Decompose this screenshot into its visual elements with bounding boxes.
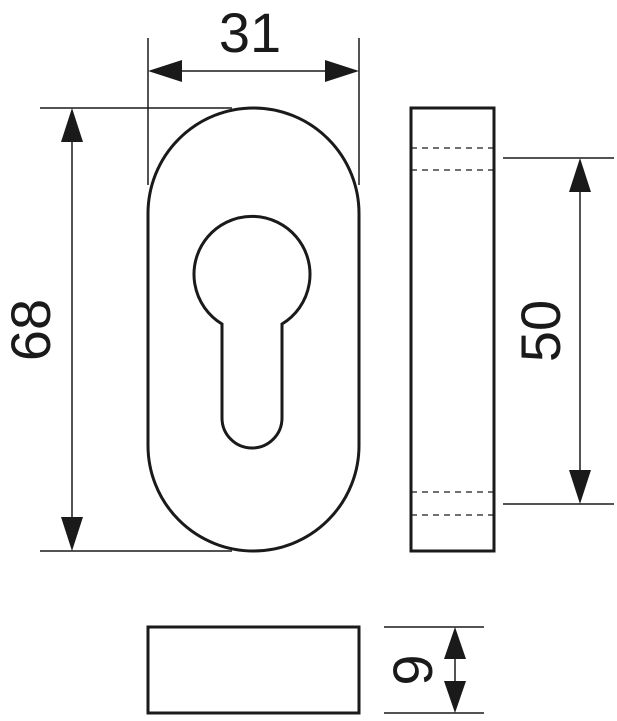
side-view-outline	[409, 106, 496, 553]
hole-spacing-label: 50	[509, 300, 572, 362]
oval-escutcheon-outline	[146, 106, 361, 553]
spacing-arrow-top	[569, 158, 591, 192]
width-dimension: 31	[147, 1, 360, 185]
keyhole-cutout	[192, 214, 312, 450]
hole-spacing-dimension: 50	[503, 157, 614, 505]
height-arrow-top	[61, 108, 83, 142]
thickness-label: 9	[381, 654, 444, 685]
height-arrow-bottom	[61, 517, 83, 551]
thickness-dimension: 9	[381, 626, 484, 714]
bottom-view-outline	[146, 625, 361, 715]
bottom-view	[146, 625, 361, 715]
spacing-arrow-bottom	[569, 470, 591, 504]
width-arrow-left	[148, 60, 182, 82]
thickness-arrow-bottom	[444, 681, 466, 713]
front-view	[146, 106, 361, 553]
width-arrow-right	[325, 60, 359, 82]
height-label: 68	[0, 299, 62, 361]
thickness-arrow-top	[444, 627, 466, 659]
height-dimension: 68	[0, 107, 232, 552]
side-view	[409, 106, 496, 553]
width-label: 31	[219, 1, 281, 64]
